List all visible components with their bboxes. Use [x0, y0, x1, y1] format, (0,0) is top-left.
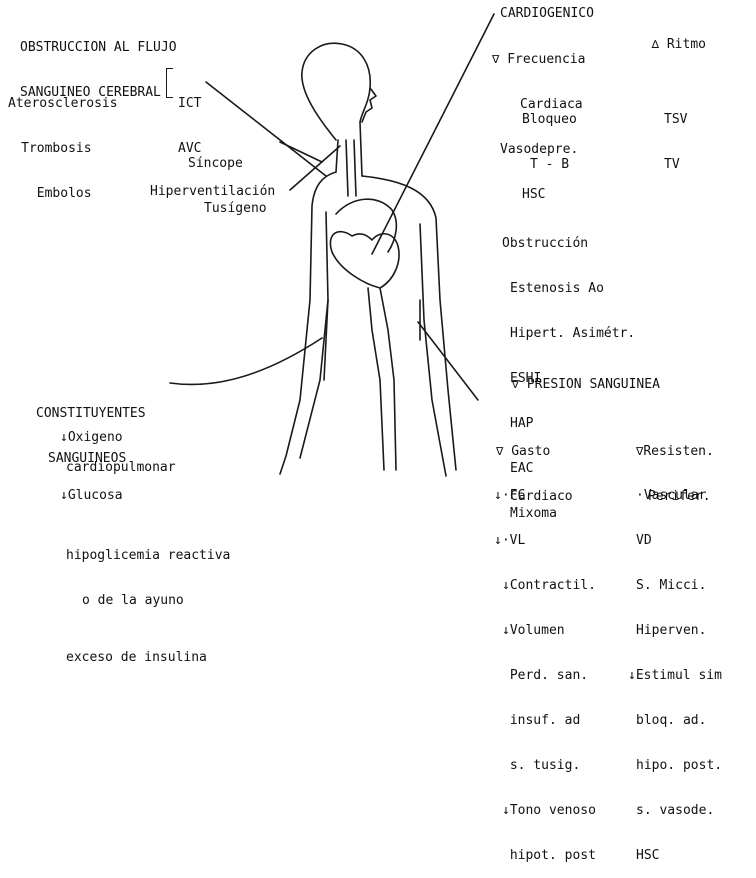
rhythm-cause-tsv: TSV — [664, 112, 687, 127]
decrease-triangle-icon: ∇ — [496, 445, 503, 458]
rate-cause-vasodepressor: Vasodepre. — [500, 142, 578, 157]
rhythm-label: Ritmo — [667, 37, 706, 52]
resistance-item: ↓Estimul sim — [628, 668, 722, 683]
pressure-title-text: PRESION SANGUINEA — [527, 377, 660, 392]
resistance-item: Hiperven. — [636, 623, 722, 638]
syncope-label: Síncope Tusígeno — [188, 126, 267, 231]
resistance-item: s. vasode. — [636, 803, 722, 818]
resistance-line-1: ∇Resisten. — [636, 444, 714, 459]
resistance-item: S. Micci. — [636, 578, 722, 593]
right-arm-inner — [420, 224, 446, 476]
resistance-item: hipo. post. — [636, 758, 722, 773]
output-item: hipot. post — [494, 848, 596, 863]
output-item: ↓·VL — [494, 533, 596, 548]
neck-outline — [336, 122, 362, 176]
decrease-triangle-icon: ∇ — [492, 53, 499, 66]
blood-title-line-1: CONSTITUYENTES — [36, 406, 146, 421]
glucose-causes: hipoglicemia reactiva o de la ayuno exce… — [66, 518, 230, 680]
output-item: s. tusig. — [494, 758, 596, 773]
heart-rate-label-1: Frecuencia — [507, 52, 585, 67]
decrease-triangle-icon: ∇ — [512, 378, 519, 391]
output-item: ↓Tono venoso — [494, 803, 596, 818]
rate-cause-hsc: HSC — [500, 187, 578, 202]
cardiogenic-title: CARDIOGENICO — [500, 6, 594, 21]
heart-rate-line-1: ∇ Frecuencia — [492, 52, 585, 67]
syncope-line-2: Tusígeno — [188, 201, 267, 216]
descending-vessel-left — [368, 288, 384, 470]
leader-cardiogenic — [372, 14, 494, 254]
resistance-label: Resisten. — [643, 444, 713, 459]
carotid-vessel — [346, 140, 356, 196]
cardiogenic-rhythm: ∆ Ritmo — [636, 22, 706, 52]
glucose-cause: hipoglicemia reactiva — [66, 548, 230, 563]
leader-hyperventilation — [290, 146, 340, 190]
resistance-item: bloq. ad. — [636, 713, 722, 728]
glucose-item: ↓Glucosa — [60, 488, 123, 503]
hyperventilation-label: Hiperventilación — [150, 184, 275, 199]
cardiac-output-label: Gasto — [511, 444, 550, 459]
resistance-items: ·Vascular VD S. Micci. Hiperven. ↓Estimu… — [636, 458, 722, 878]
resistance-item: ·Vascular — [636, 488, 722, 503]
obstruction-title: Obstrucción — [502, 236, 635, 251]
output-item: ↓·FC — [494, 488, 596, 503]
cerebral-title-line-1: OBSTRUCCION AL FLUJO — [20, 40, 177, 55]
glucose-cause: o de la ayuno — [66, 593, 230, 608]
leader-syncope — [280, 142, 322, 162]
cerebral-bracket — [166, 68, 173, 98]
pressure-title: ∇ PRESION SANGUINEA — [496, 362, 660, 392]
cardiac-output-line-1: ∇ Gasto — [496, 444, 573, 459]
oxygen-cause: cardiopulmonar — [66, 460, 176, 475]
right-arm-outline — [362, 176, 456, 470]
obstruction-item: Hipert. Asimétr. — [502, 326, 635, 341]
output-item: ↓Volumen — [494, 623, 596, 638]
output-item: insuf. ad — [494, 713, 596, 728]
increase-triangle-icon: ∆ — [652, 38, 659, 51]
resistance-item: HSC — [636, 848, 722, 863]
resistance-item: VD — [636, 533, 722, 548]
type-ict: ICT — [178, 96, 201, 111]
cause-atherosclerosis: Aterosclerosis — [8, 96, 118, 111]
glucose-cause: exceso de insulina — [66, 650, 230, 665]
heart-shape — [330, 232, 399, 288]
oxygen-item: ↓Oxigeno — [60, 430, 123, 445]
cause-thrombosis: Trombosis — [8, 141, 118, 156]
obstruction-item: Estenosis Ao — [502, 281, 635, 296]
leader-blood — [170, 338, 322, 384]
cardiac-output-items: ↓·FC ↓·VL ↓Contractil. ↓Volumen Perd. sa… — [494, 458, 596, 878]
rate-causes-2: Vasodepre. HSC — [500, 112, 578, 217]
output-item: ↓Contractil. — [494, 578, 596, 593]
rhythm-cause-tv: TV — [664, 157, 687, 172]
output-item: Perd. san. — [494, 668, 596, 683]
cause-embolism: Embolos — [8, 186, 118, 201]
syncope-line-1: Síncope — [188, 156, 267, 171]
rhythm-causes: TSV TV — [664, 82, 687, 187]
left-arm-inner — [300, 212, 328, 458]
cerebral-causes: Aterosclerosis Trombosis Embolos — [8, 66, 118, 216]
